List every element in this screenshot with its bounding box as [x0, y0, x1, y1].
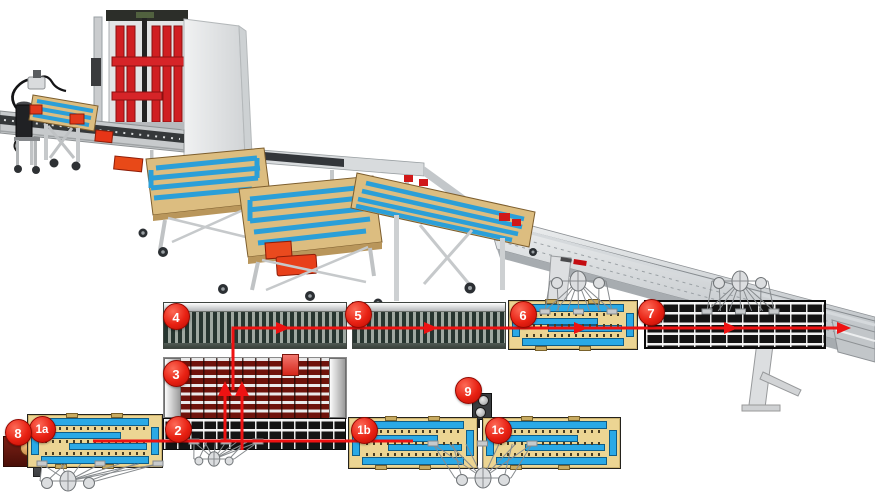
nail-strip — [486, 430, 494, 456]
nail-strip — [522, 304, 624, 312]
schematic-table-1a — [27, 413, 163, 469]
schematic-transfer-2 — [163, 418, 346, 450]
edge-tab — [558, 465, 571, 470]
edge-tab — [428, 416, 441, 421]
nail-strip — [525, 444, 605, 451]
peg-row — [45, 452, 145, 455]
edge-tab — [54, 464, 67, 469]
peg-row — [500, 430, 603, 433]
nail-strip — [364, 435, 438, 442]
edge-tab — [521, 416, 534, 421]
nail-strip — [362, 457, 464, 465]
peg-row — [366, 442, 460, 445]
schematic-conveyor-5 — [352, 302, 506, 349]
plate-roll — [475, 407, 486, 418]
peg-row — [500, 453, 603, 456]
nail-strip — [522, 338, 624, 346]
edge-tab — [374, 465, 387, 470]
peg-row — [45, 440, 145, 443]
edge-tab — [101, 464, 114, 469]
nail-strip — [512, 313, 520, 337]
nail-strip — [496, 421, 607, 429]
edge-tab — [579, 346, 592, 351]
peg-row — [366, 453, 460, 456]
schematic-outfeed-7 — [644, 300, 826, 349]
schematic-table-1c — [482, 416, 621, 470]
schematic-table-6 — [508, 299, 638, 351]
edge-tab — [588, 299, 601, 304]
edge-tab — [65, 413, 78, 418]
stack-clamp — [282, 354, 299, 376]
plate-roll — [478, 395, 489, 406]
nail-strip — [626, 313, 634, 337]
edge-tab — [567, 416, 580, 421]
nail-strip — [31, 427, 39, 455]
nail-strip — [151, 427, 159, 455]
edge-tab — [544, 299, 557, 304]
peg-row — [500, 442, 603, 445]
plate-feeder-9 — [472, 393, 492, 420]
nail-strip — [388, 444, 462, 451]
peg-row — [45, 427, 145, 430]
edge-tab — [111, 413, 124, 418]
edge-tab — [534, 346, 547, 351]
nail-strip — [496, 457, 607, 465]
nail-strip — [41, 456, 149, 464]
schematic-conveyor-4 — [163, 302, 347, 349]
peg-row — [366, 430, 460, 433]
edge-tab — [510, 465, 523, 470]
peg-row — [526, 324, 620, 327]
peg-row — [526, 313, 620, 316]
nail-strip — [69, 443, 147, 450]
nail-strip — [41, 418, 149, 426]
stack-end-cap — [329, 358, 346, 418]
stack-end-cap — [164, 358, 181, 418]
nail-strip — [362, 421, 464, 429]
edge-tab — [419, 465, 432, 470]
schematic-lumber-stack-3 — [163, 354, 347, 419]
edge-tab — [384, 416, 397, 421]
nail-strip — [609, 430, 617, 456]
nail-strip — [43, 432, 121, 439]
nail-strip — [352, 430, 360, 456]
nail-strip — [466, 430, 474, 456]
peg-row — [526, 334, 620, 337]
nail-strip — [498, 435, 578, 442]
schematic-table-1b — [348, 416, 478, 470]
